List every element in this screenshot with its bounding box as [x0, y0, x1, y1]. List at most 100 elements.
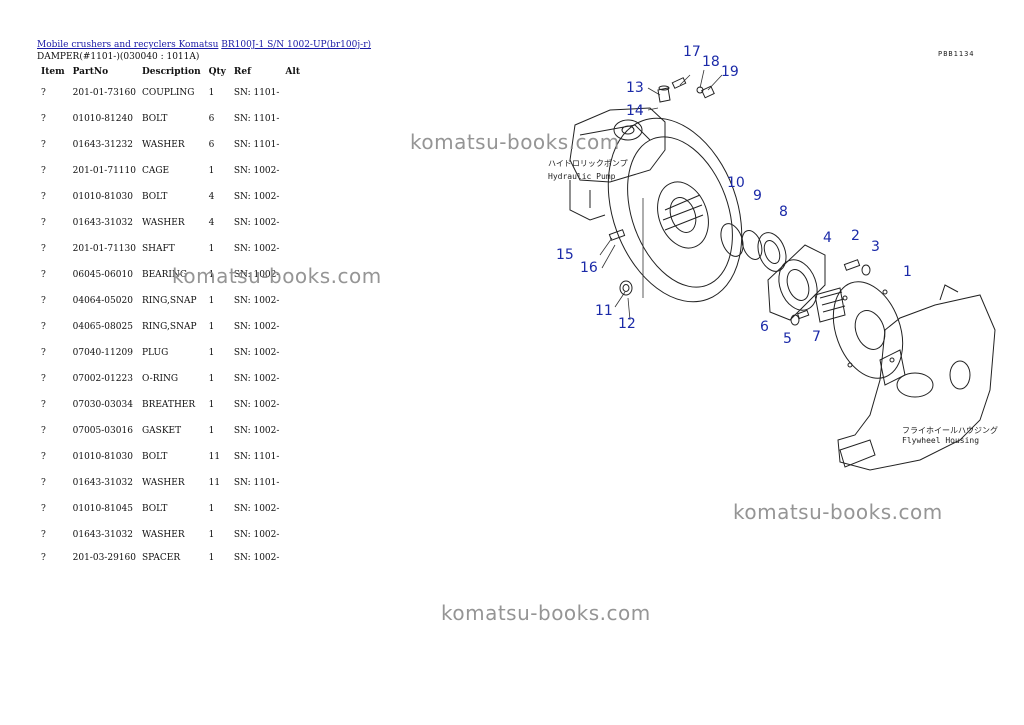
cell-description: GASKET: [141, 426, 182, 436]
column-header-alt: Alt: [285, 67, 300, 77]
sheet-code: PBB1134: [938, 50, 975, 58]
cell-partno: 01643-31032: [72, 530, 133, 540]
callout-16: 16: [580, 260, 598, 276]
cell-item: ?: [41, 218, 46, 228]
cell-description: BOLT: [141, 452, 168, 462]
callout-9: 9: [753, 188, 762, 204]
cell-alt: [281, 80, 304, 106]
cell-alt: [281, 288, 304, 314]
cell-partno: 01643-31032: [72, 218, 133, 228]
cell-partno: 201-01-71130: [72, 244, 136, 254]
cell-alt: [281, 184, 304, 210]
cell-partno: 201-01-71110: [72, 166, 136, 176]
cell-ref: SN: 1101-: [233, 478, 280, 488]
cell-alt: [281, 106, 304, 132]
lower-bolts-drawing: [608, 229, 633, 296]
cell-ref: SN: 1002-: [233, 296, 280, 306]
cell-item: ?: [41, 192, 46, 202]
cell-ref: SN: 1002-: [233, 553, 280, 563]
callout-7: 7: [812, 329, 821, 345]
callout-14: 14: [626, 103, 644, 119]
callout-15: 15: [556, 247, 574, 263]
cell-alt: [281, 132, 304, 158]
damper-plate-drawing: [607, 117, 743, 303]
cell-partno: 07040-11209: [72, 348, 133, 358]
cell-ref: SN: 1002-: [233, 530, 280, 540]
cell-item: ?: [41, 270, 46, 280]
flywheel-housing-drawing: [837, 284, 996, 471]
cell-item: ?: [41, 140, 46, 150]
callout-3: 3: [871, 239, 880, 255]
cell-alt: [281, 366, 304, 392]
callout-18: 18: [702, 54, 720, 70]
cell-ref: SN: 1002-: [233, 270, 280, 280]
breadcrumb-link-model[interactable]: BR100J-1 S/N 1002-UP(br100j-r): [221, 40, 372, 50]
parts-table: Item PartNo Description Qty Ref Alt ?201…: [37, 64, 304, 568]
callout-5: 5: [783, 331, 792, 347]
cell-ref: SN: 1101-: [233, 88, 280, 98]
cell-description: SPACER: [141, 553, 181, 563]
cell-description: WASHER: [141, 140, 185, 150]
cell-qty: 1: [208, 322, 215, 332]
cell-description: COUPLING: [141, 88, 195, 98]
cell-item: ?: [41, 426, 46, 436]
cell-item: ?: [41, 244, 46, 254]
cell-qty: 1: [208, 400, 215, 410]
cell-alt: [281, 236, 304, 262]
cell-item: ?: [41, 374, 46, 384]
cell-alt: [281, 470, 304, 496]
callout-8: 8: [779, 204, 788, 220]
callout-11: 11: [595, 303, 613, 319]
cell-description: RING,SNAP: [141, 296, 197, 306]
callout-4: 4: [823, 230, 832, 246]
cell-ref: SN: 1002-: [233, 218, 280, 228]
callout-1: 1: [903, 264, 912, 280]
cell-description: BOLT: [141, 114, 168, 124]
cell-description: WASHER: [141, 478, 185, 488]
cell-item: ?: [41, 553, 46, 563]
cell-description: WASHER: [141, 530, 185, 540]
cell-qty: 4: [208, 192, 215, 202]
cell-ref: SN: 1002-: [233, 192, 280, 202]
cell-ref: SN: 1002-: [233, 348, 280, 358]
top-bolts-drawing: [657, 77, 715, 103]
cell-description: SHAFT: [141, 244, 175, 254]
cell-description: O-RING: [141, 374, 179, 384]
exploded-parts-diagram: 17 18 19 13 14 10 9 8 4 2 3 1 15 16 11 1…: [548, 44, 998, 471]
column-header-qty: Qty: [208, 67, 226, 77]
column-header-item: Item: [41, 67, 65, 77]
cell-qty: 1: [208, 348, 215, 358]
cell-partno: 07002-01223: [72, 374, 133, 384]
cell-item: ?: [41, 478, 46, 488]
cell-partno: 201-03-29160: [72, 553, 136, 563]
column-header-partno: PartNo: [72, 67, 109, 77]
breadcrumb-link-catalog[interactable]: Mobile crushers and recyclers Komatsu: [37, 40, 219, 50]
cell-qty: 1: [208, 426, 215, 436]
cell-qty: 1: [208, 553, 215, 563]
cell-qty: 1: [208, 88, 215, 98]
cell-qty: 1: [208, 374, 215, 384]
callout-13: 13: [626, 80, 644, 96]
label-housing-jp: フライホイールハウジング: [902, 425, 998, 435]
cell-partno: 07030-03034: [72, 400, 133, 410]
cell-alt: [281, 392, 304, 418]
cell-alt: [281, 314, 304, 340]
watermark: komatsu-books.com: [441, 601, 651, 625]
cell-alt: [281, 418, 304, 444]
cell-partno: 01010-81030: [72, 192, 133, 202]
callout-19: 19: [721, 64, 739, 80]
cell-ref: SN: 1002-: [233, 374, 280, 384]
cell-description: BEARING: [141, 270, 188, 280]
cell-qty: 1: [208, 166, 215, 176]
